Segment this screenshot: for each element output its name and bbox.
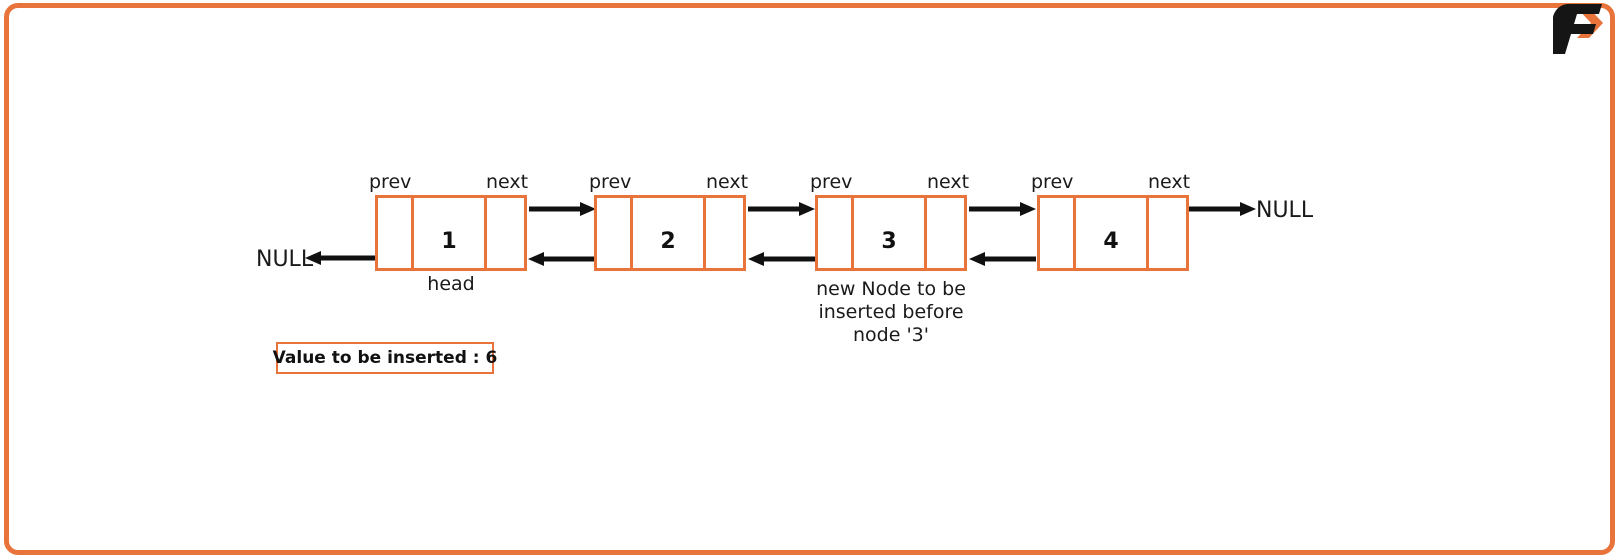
node-4-data-cell: 4 bbox=[1076, 198, 1149, 268]
node-4[interactable]: 4 bbox=[1037, 195, 1189, 271]
node-2-next-label: next bbox=[706, 171, 749, 193]
node-1[interactable]: 1 bbox=[375, 195, 527, 271]
node-4-next-label: next bbox=[1148, 171, 1191, 193]
node-3-caption-line-1: new Node to be bbox=[816, 278, 966, 300]
node-4-next-cell bbox=[1149, 198, 1186, 268]
node-3-data-cell: 3 bbox=[854, 198, 927, 268]
null-label-right: NULL bbox=[1256, 198, 1314, 223]
null-label-left: NULL bbox=[256, 247, 314, 272]
arrow-node4-prev-to-node3 bbox=[969, 251, 1036, 273]
node-2-prev-cell bbox=[597, 198, 633, 268]
value-to-be-inserted-label: Value to be inserted : 6 bbox=[272, 348, 498, 368]
node-1-data-cell: 1 bbox=[414, 198, 487, 268]
node-3-caption-line-2: inserted before bbox=[818, 301, 964, 323]
node-3-caption: new Node to be inserted before node '3' bbox=[791, 278, 991, 347]
node-3-prev-cell bbox=[818, 198, 854, 268]
node-2[interactable]: 2 bbox=[594, 195, 746, 271]
arrow-node4-next-to-null bbox=[1189, 201, 1256, 223]
node-1-next-label: next bbox=[486, 171, 529, 193]
node-4-prev-cell bbox=[1040, 198, 1076, 268]
node-2-prev-label: prev bbox=[589, 171, 632, 193]
node-2-next-cell bbox=[706, 198, 743, 268]
arrow-node3-next-to-node4 bbox=[969, 201, 1036, 223]
value-to-be-inserted-box: Value to be inserted : 6 bbox=[273, 342, 497, 374]
node-1-prev-cell bbox=[378, 198, 414, 268]
node-3-caption-line-3: node '3' bbox=[853, 324, 929, 346]
node-1-caption-head: head bbox=[427, 273, 475, 295]
node-1-prev-label: prev bbox=[369, 171, 412, 193]
node-4-prev-label: prev bbox=[1031, 171, 1074, 193]
arrow-node3-prev-to-node2 bbox=[748, 251, 815, 273]
node-3-prev-label: prev bbox=[810, 171, 853, 193]
favtutor-f-logo bbox=[1523, 2, 1609, 60]
node-3-next-label: next bbox=[927, 171, 970, 193]
arrow-node1-next-to-node2 bbox=[529, 201, 596, 223]
arrow-node2-next-to-node3 bbox=[748, 201, 815, 223]
node-3[interactable]: 3 bbox=[815, 195, 967, 271]
node-2-data-cell: 2 bbox=[633, 198, 706, 268]
node-1-next-cell bbox=[487, 198, 524, 268]
node-3-next-cell bbox=[927, 198, 964, 268]
arrow-node2-prev-to-node1 bbox=[528, 251, 595, 273]
arrow-node1-prev-to-null bbox=[305, 250, 380, 272]
